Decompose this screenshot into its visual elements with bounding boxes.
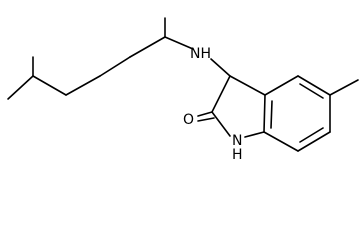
benzene-ring xyxy=(263,75,359,152)
bond-chain-8 xyxy=(164,36,194,50)
bond-inner-3 xyxy=(299,127,324,143)
bond-methyl xyxy=(329,79,359,96)
bond-chain-5 xyxy=(99,56,131,77)
bond-c3-c3a xyxy=(229,75,266,96)
amine-linker xyxy=(210,58,231,77)
bond-c3-c2 xyxy=(211,75,231,113)
bond-c2-n1 xyxy=(211,111,231,137)
lactam-ring xyxy=(197,75,266,138)
bond-inner-2 xyxy=(299,83,324,99)
nh-amine-label: NH xyxy=(190,46,211,62)
bond-c4-c5 xyxy=(297,75,331,96)
structure-svg: NH O N H xyxy=(7,17,359,163)
bond-chain-4 xyxy=(65,75,101,96)
bond-c6-c7 xyxy=(297,131,331,152)
atom-labels: NH O N H xyxy=(183,46,243,163)
bond-inner-1 xyxy=(270,100,273,129)
bond-c7-c7a xyxy=(263,131,299,152)
alkyl-chain xyxy=(7,17,194,100)
bond-chain-1 xyxy=(7,75,34,100)
o-carbonyl-label: O xyxy=(183,112,194,128)
bond-n1-c7a xyxy=(244,131,265,138)
bond-nh-c3 xyxy=(210,58,231,77)
bond-c2-o-b xyxy=(197,117,215,122)
bond-c3a-c4 xyxy=(264,75,299,96)
molecule-diagram: NH O N H xyxy=(7,17,359,163)
nh-lactam-h-label: H xyxy=(232,147,243,163)
nh-lactam-label: N xyxy=(232,133,242,149)
bond-chain-2 xyxy=(32,75,67,96)
bond-c7a-c3a xyxy=(263,94,266,133)
bond-chain-6 xyxy=(129,36,166,58)
bond-c2-o-a xyxy=(197,111,213,117)
